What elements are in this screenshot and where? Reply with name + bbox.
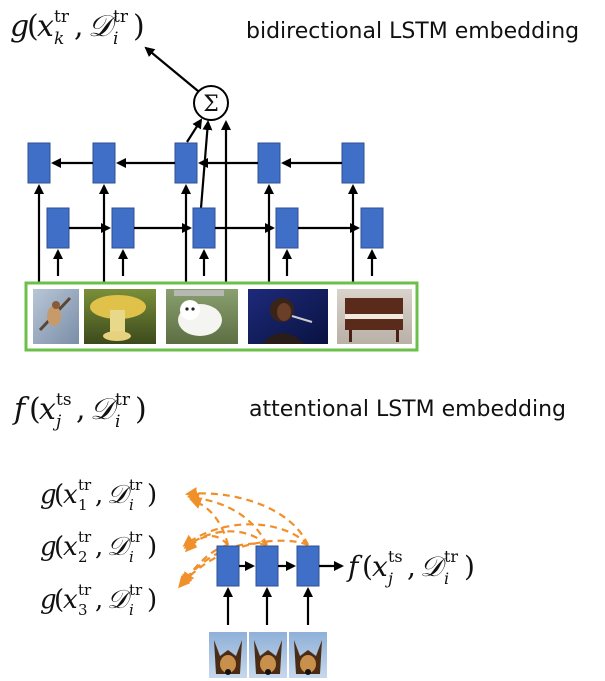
svg-text:g: g	[40, 532, 57, 562]
svg-text:,: ,	[407, 550, 416, 583]
svg-text:(: (	[54, 585, 64, 615]
backward-lstm-row	[27, 142, 365, 184]
svg-text:): )	[147, 480, 157, 510]
svg-text:g: g	[40, 480, 57, 510]
svg-text:): )	[147, 532, 157, 562]
support-item-3: g ( x tr 3 , 𝒟 tr i )	[40, 581, 157, 619]
support-set-images	[24, 281, 419, 352]
svg-text:i: i	[113, 29, 118, 49]
svg-text:tr: tr	[113, 7, 129, 27]
attentional-lstm-cell	[216, 545, 240, 587]
forward-lstm-row	[46, 207, 384, 249]
input-arrows-upper	[34, 184, 358, 284]
svg-text:ts: ts	[56, 390, 72, 410]
forward-lstm-cell	[46, 207, 70, 249]
svg-text:𝒟: 𝒟	[420, 550, 447, 583]
svg-text:ts: ts	[388, 547, 403, 566]
bottom-caption: attentional LSTM embedding	[249, 397, 566, 422]
svg-text:): )	[133, 9, 145, 44]
svg-text:(: (	[54, 532, 64, 562]
bottom-formula: f ( x ts j , 𝒟 tr i )	[12, 390, 147, 432]
svg-text:k: k	[54, 29, 64, 49]
svg-text:tr: tr	[54, 7, 70, 27]
svg-text:tr: tr	[115, 390, 131, 410]
image-singer	[248, 289, 328, 344]
svg-text:i: i	[129, 601, 134, 619]
svg-text:(: (	[29, 392, 41, 427]
svg-text:3: 3	[78, 601, 88, 619]
svg-text:): )	[147, 585, 157, 615]
svg-text:x: x	[372, 550, 388, 583]
image-white-dog	[166, 289, 238, 344]
top-formula: g ( x tr k , 𝒟 tr i )	[10, 7, 145, 49]
svg-text:2: 2	[78, 548, 88, 566]
attentional-lstm-row	[216, 545, 344, 625]
support-item-2: g ( x tr 2 , 𝒟 tr i )	[40, 528, 157, 566]
svg-text:(: (	[362, 550, 373, 583]
svg-text:i: i	[115, 412, 120, 432]
svg-text:i: i	[129, 548, 134, 566]
svg-text:,: ,	[95, 480, 103, 510]
forward-lstm-cell	[360, 207, 384, 249]
backward-lstm-cell	[92, 142, 116, 184]
svg-text:tr: tr	[78, 476, 92, 494]
sum-to-output-arrow	[144, 46, 199, 92]
image-bird	[33, 289, 79, 344]
svg-text:f: f	[346, 550, 363, 583]
backward-lstm-cell	[27, 142, 51, 184]
svg-text:): )	[464, 550, 475, 583]
svg-text:x: x	[39, 392, 56, 427]
attentional-lstm-cell	[255, 545, 279, 587]
svg-text:tr: tr	[129, 528, 143, 546]
svg-text:): )	[135, 392, 147, 427]
image-german-shepherd	[209, 632, 247, 678]
svg-text:x: x	[63, 480, 78, 510]
svg-text:,: ,	[95, 532, 103, 562]
svg-text:x: x	[63, 585, 78, 615]
image-piano	[337, 289, 412, 344]
svg-text:tr: tr	[78, 581, 92, 599]
svg-text:,: ,	[95, 585, 103, 615]
backward-lstm-cell	[341, 142, 365, 184]
svg-text:x: x	[37, 9, 54, 44]
upper-to-sum-arrow	[186, 118, 203, 143]
support-item-1: g ( x tr 1 , 𝒟 tr i )	[40, 476, 157, 514]
top-caption: bidirectional LSTM embedding	[246, 19, 579, 44]
attentional-lstm-cell	[296, 545, 320, 587]
svg-text:,: ,	[74, 9, 84, 44]
svg-text:tr: tr	[129, 476, 143, 494]
image-german-shepherd	[289, 632, 327, 678]
attention-arrows	[178, 487, 310, 589]
svg-text:(: (	[54, 480, 64, 510]
svg-text:i: i	[444, 569, 449, 588]
image-mushroom	[84, 289, 156, 344]
svg-text:x: x	[63, 532, 78, 562]
lower-to-sum-arrow	[199, 120, 213, 209]
sum-node	[193, 85, 229, 121]
backward-lstm-cell	[174, 142, 198, 184]
forward-lstm-cell	[192, 207, 216, 249]
image-german-shepherd	[249, 632, 287, 678]
input-arrows-lower	[53, 249, 377, 276]
output-formula: f ( x ts j , 𝒟 tr i )	[346, 547, 475, 588]
sum-symbol: Σ	[203, 92, 219, 117]
svg-text:j: j	[52, 412, 62, 432]
svg-text:1: 1	[78, 496, 88, 514]
svg-text:,: ,	[76, 392, 86, 427]
svg-text:f: f	[12, 392, 30, 427]
query-images	[209, 632, 327, 678]
svg-text:tr: tr	[444, 547, 458, 566]
svg-text:tr: tr	[129, 581, 143, 599]
svg-text:g: g	[40, 585, 57, 615]
svg-text:g: g	[10, 9, 29, 44]
svg-text:tr: tr	[78, 528, 92, 546]
forward-lstm-cell	[275, 207, 299, 249]
svg-text:j: j	[385, 569, 393, 588]
svg-text:i: i	[129, 496, 134, 514]
svg-text:(: (	[27, 9, 39, 44]
backward-lstm-cell	[257, 142, 281, 184]
forward-lstm-cell	[111, 207, 135, 249]
